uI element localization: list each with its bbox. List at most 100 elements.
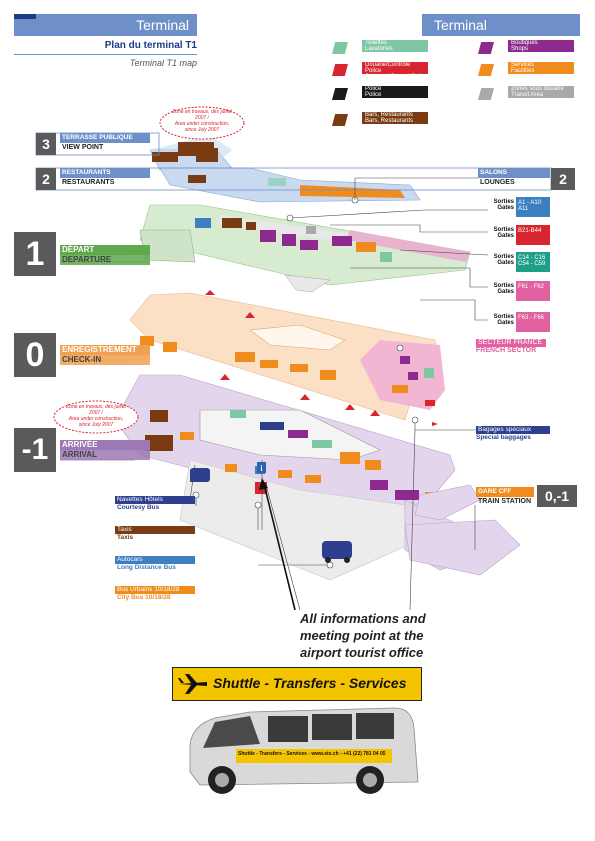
transport-fr: Autocars — [115, 556, 195, 564]
header-right-title: Terminal — [434, 17, 487, 33]
level-number: 0 — [14, 333, 56, 377]
level-label-en: VIEW POINT — [62, 144, 104, 151]
header-left-title: Terminal — [136, 17, 189, 33]
level-label-fr: DÉPART — [60, 245, 150, 255]
gate-range: B21-B44 — [518, 228, 542, 234]
legend-en: Transit Area — [511, 92, 544, 98]
level-label-en: RESTAURANTS — [62, 179, 115, 186]
level-2-floor — [159, 167, 421, 203]
level-label-fr: RESTAURANTS — [60, 168, 150, 178]
legend-fr: Services — [511, 62, 535, 68]
level-number: 0,-1 — [537, 485, 577, 507]
transport-en: Long Distance Bus — [117, 564, 176, 571]
legend-en: Lavatories — [365, 46, 393, 52]
gate-en: Gates — [497, 320, 514, 326]
shuttle-banner: Shuttle - Transfers - Services — [172, 667, 422, 701]
level-label-fr: ARRIVÉE — [60, 440, 150, 450]
gate-en: Gates — [497, 233, 514, 239]
level-label-fr: GARE CFF — [476, 487, 534, 497]
divider — [14, 54, 197, 55]
info-icon — [257, 462, 266, 473]
legend-en: Facilities — [511, 68, 535, 74]
map-title: Plan du terminal T1 — [104, 40, 197, 51]
level-number: -1 — [14, 428, 56, 472]
gate-en: Gates — [497, 260, 514, 266]
gate-en: Gates — [497, 289, 514, 295]
gate-range: F63 - F66 — [518, 315, 545, 321]
header-right: Terminal — [422, 14, 580, 36]
shuttle-van-image — [189, 707, 419, 794]
construction-note-bottom: Zone en travaux, dès juillet 2007 /Area … — [66, 404, 126, 428]
legend-fr: Toilettes — [365, 40, 388, 46]
courtesy-bus-icon — [190, 468, 210, 482]
level-0-floor — [129, 292, 445, 421]
gate-fr: Sorties — [493, 227, 514, 233]
info-arrow — [263, 483, 296, 611]
legend-en: Bars, Restaurants — [365, 118, 414, 124]
gate-fr: Sorties — [493, 314, 514, 320]
gate-en: Gates — [497, 205, 514, 211]
legend-fr: Boutiques — [511, 40, 538, 46]
toilet-icon — [332, 42, 348, 54]
airplane-icon — [178, 674, 207, 694]
shop-icon — [478, 42, 494, 54]
transport-fr: Navettes Hôtels — [115, 496, 195, 504]
map-subtitle: Terminal T1 map — [129, 58, 197, 68]
transit-area-icon — [478, 88, 494, 100]
level-label-en: ARRIVAL — [60, 450, 150, 460]
level-label-fr: SALONS — [478, 168, 550, 178]
transport-en: City Bus 10/18/28 — [117, 594, 171, 601]
level-1-floor — [139, 204, 471, 293]
leader-lines — [189, 209, 489, 611]
level-number: 2 — [551, 168, 575, 190]
gate-fr: Sorties — [493, 254, 514, 260]
long-distance-bus-icon — [322, 541, 352, 563]
train-station-area — [404, 519, 521, 576]
van-text: Shuttle - Transfers - Services - www.sts… — [238, 751, 386, 757]
gate-range-2: A11 — [518, 206, 529, 212]
level-3-floor — [149, 135, 233, 171]
svg-text:i: i — [260, 464, 262, 473]
special-baggage-label: Bagages spéciaux Special baggages — [476, 426, 550, 442]
level-label-en: DEPARTURE — [60, 255, 150, 265]
gate-fr: Sorties — [493, 283, 514, 289]
gate-range-2: C54 - C59 — [518, 261, 546, 267]
gate-fr: Sorties — [493, 199, 514, 205]
construction-note-top: Zone en travaux, dès juillet 2007 /Area … — [172, 109, 232, 133]
legend-en: Customs/Control Police — [365, 74, 428, 80]
legend-en: Shops — [511, 46, 529, 52]
restaurant-icon — [332, 114, 348, 126]
customs-icon — [332, 64, 348, 76]
level-label-en: LOUNGES — [480, 179, 515, 186]
level-number: 2 — [36, 168, 56, 190]
level-label-fr: ENREGISTREMENT — [60, 345, 150, 355]
transport-en: Courtesy Bus — [117, 504, 160, 511]
police-icon — [332, 88, 348, 100]
legend-fr: Douane/Contrôle Police — [365, 62, 411, 74]
legend-fr: Bars, Restaurants — [365, 112, 414, 118]
level-label-en: CHECK-IN — [60, 355, 150, 365]
transport-en: Taxis — [117, 534, 134, 541]
banner-text: Shuttle - Transfers - Services — [213, 675, 407, 691]
